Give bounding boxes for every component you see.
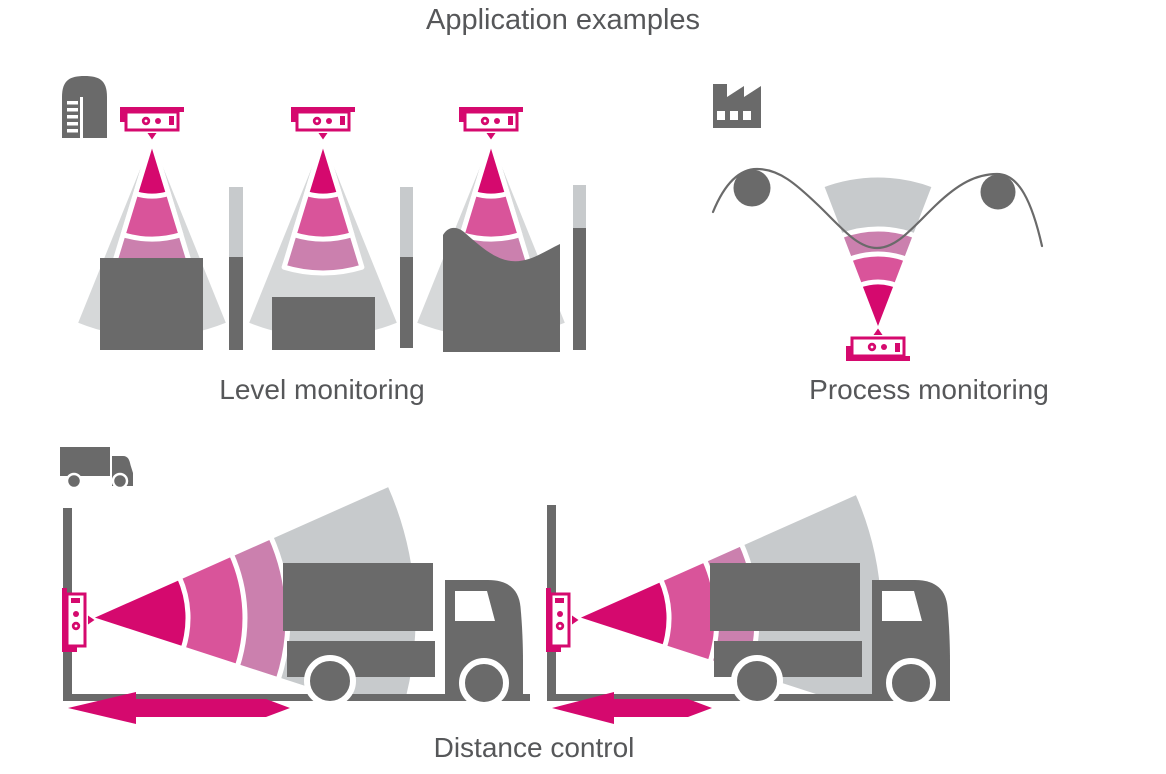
beam-cone-upward: [818, 172, 938, 336]
silo-icon: [62, 76, 107, 138]
ultrasonic-sensor-icon: [118, 105, 186, 141]
material-roller-right: [980, 174, 1016, 210]
ground: [63, 694, 530, 701]
level-tank-full: [78, 105, 243, 350]
beam-cone: [281, 137, 365, 276]
distance-scene-near: [544, 489, 950, 724]
ultrasonic-sensor-icon: [289, 105, 357, 141]
material-fill: [100, 258, 203, 350]
beam-cone: [110, 137, 194, 276]
web-line: [711, 167, 1044, 250]
level-indicator-bar: [229, 187, 243, 350]
level-tank-low: [249, 105, 413, 350]
distance-scene-far: [60, 481, 530, 724]
distance-arrow: [552, 692, 712, 724]
material-roller-left: [733, 169, 771, 207]
level-indicator-bar: [400, 187, 413, 348]
ultrasonic-sensor-icon: [544, 586, 580, 654]
process-monitoring-label: Process monitoring: [809, 374, 1049, 405]
distance-control-label: Distance control: [433, 732, 635, 763]
truck-icon: [60, 447, 133, 490]
level-monitoring-label: Level monitoring: [219, 374, 425, 405]
page-title: Application examples: [425, 4, 701, 36]
distance-arrow: [68, 692, 290, 724]
level-monitoring-diagram: [62, 76, 586, 352]
ultrasonic-sensor-icon: [60, 586, 96, 654]
level-indicator-bar: [573, 185, 586, 350]
ultrasonic-sensor-icon: [457, 105, 525, 141]
material-fill: [443, 227, 560, 352]
level-tank-bulk: [417, 105, 586, 352]
material-fill: [272, 297, 375, 350]
distance-control-diagram: [60, 447, 950, 724]
process-monitoring-diagram: [711, 84, 1044, 363]
factory-icon: [713, 84, 761, 128]
ultrasonic-sensor-icon: [844, 327, 912, 363]
